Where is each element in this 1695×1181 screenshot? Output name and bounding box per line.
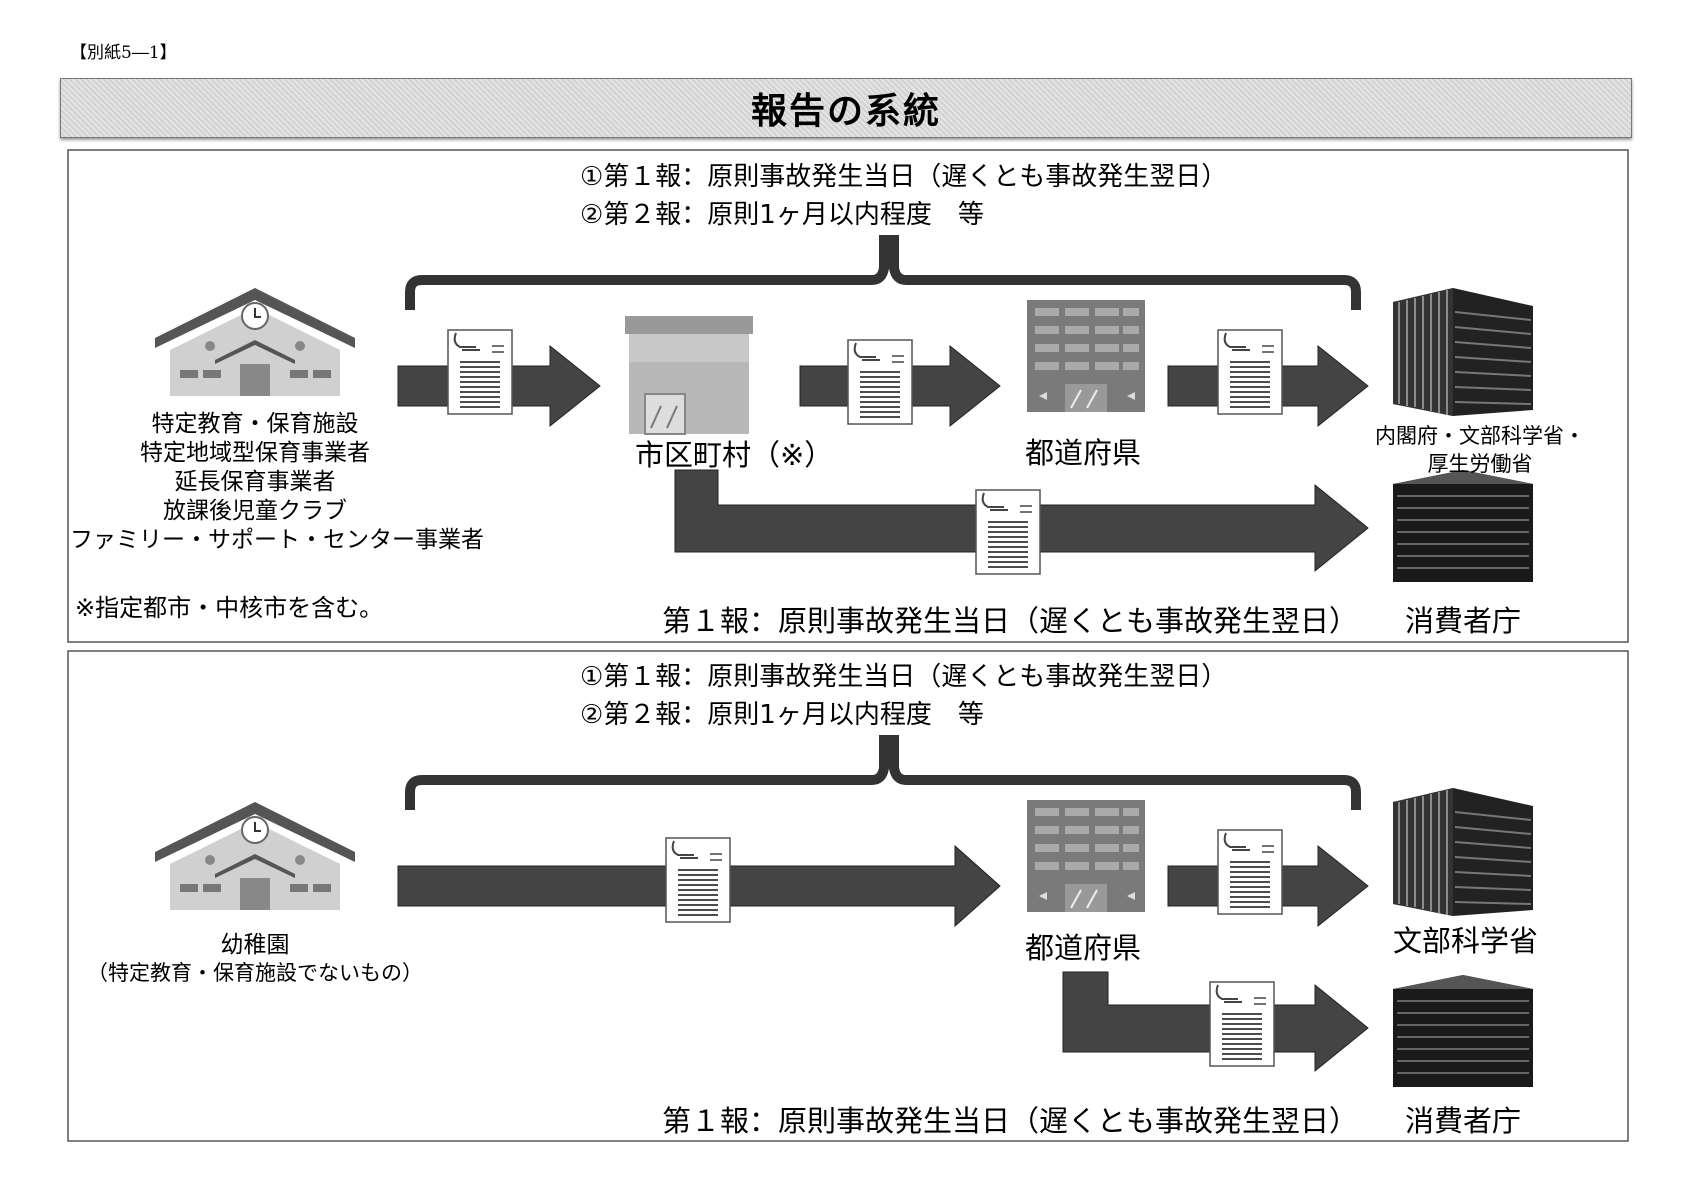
document-icon xyxy=(447,329,513,415)
facility-item: 延長保育事業者 xyxy=(174,469,336,495)
municipality-label: 市区町村（※） xyxy=(635,438,834,472)
consumer-report-note: 第１報：原則事故発生当日（遅くとも事故発生翌日） xyxy=(662,604,1359,638)
attachment-label: 【別紙5―1】 xyxy=(70,43,177,63)
kindergarten-label: 幼稚園 xyxy=(220,932,290,958)
ministry-label: 文部科学省 xyxy=(1393,924,1539,958)
ministry-building-icon xyxy=(1392,787,1534,917)
consumer-agency-building-icon xyxy=(1392,974,1534,1088)
city-hall-icon xyxy=(624,315,754,435)
consumer-agency-label: 消費者庁 xyxy=(1405,1104,1522,1138)
panel1-report-schedule: ①第１報：原則事故発生当日（遅くとも事故発生翌日） ②第２報：原則1ヶ月以内程度… xyxy=(580,158,1227,234)
school-icon-2 xyxy=(154,801,356,911)
bracket-2 xyxy=(405,735,1361,810)
panel-2-border xyxy=(67,650,1629,1142)
document-icon xyxy=(975,489,1041,575)
document-icon xyxy=(847,339,913,425)
ministries-line: 内閣府・文部科学省・ xyxy=(1375,424,1585,448)
school-icon-1 xyxy=(154,287,356,397)
report-line-1: ①第１報：原則事故発生当日（遅くとも事故発生翌日） xyxy=(580,662,1228,692)
panel-1-border xyxy=(67,149,1629,643)
bracket-1 xyxy=(405,235,1361,310)
title-bar: 報告の系統 xyxy=(60,78,1632,138)
facility-list: 特定教育・保育施設 特定地域型保育事業者 延長保育事業者 放課後児童クラブ ファ… xyxy=(70,410,484,555)
document-icon xyxy=(1209,981,1275,1067)
footnote: ※指定都市・中核市を含む。 xyxy=(75,594,384,622)
consumer-agency-building-icon xyxy=(1392,469,1534,583)
document-icon xyxy=(665,837,731,923)
report-line-2: ②第２報：原則1ヶ月以内程度 等 xyxy=(580,700,984,730)
prefecture-label: 都道府県 xyxy=(1025,931,1142,965)
document-icon xyxy=(1217,829,1283,915)
kindergarten-sub: （特定教育・保育施設でないもの） xyxy=(87,961,423,985)
prefecture-building-icon xyxy=(1026,799,1146,913)
consumer-agency-label: 消費者庁 xyxy=(1405,604,1522,638)
ministries-label: 内閣府・文部科学省・ 厚生労働省 xyxy=(1355,422,1605,478)
facility-item: 特定地域型保育事業者 xyxy=(140,440,370,466)
report-line-1: ①第１報：原則事故発生当日（遅くとも事故発生翌日） xyxy=(580,162,1228,192)
consumer-report-note: 第１報：原則事故発生当日（遅くとも事故発生翌日） xyxy=(662,1104,1359,1138)
facility-item: 放課後児童クラブ xyxy=(163,498,347,524)
document-icon xyxy=(1217,329,1283,415)
report-line-2: ②第２報：原則1ヶ月以内程度 等 xyxy=(580,200,984,230)
facility-item: ファミリー・サポート・センター事業者 xyxy=(70,527,484,553)
prefecture-label: 都道府県 xyxy=(1025,436,1142,470)
ministry-building-icon xyxy=(1392,287,1534,417)
facility-item: 特定教育・保育施設 xyxy=(151,411,359,437)
prefecture-building-icon xyxy=(1026,299,1146,413)
page-title: 報告の系統 xyxy=(750,91,941,132)
ministries-line: 厚生労働省 xyxy=(1427,452,1533,476)
panel2-report-schedule: ①第１報：原則事故発生当日（遅くとも事故発生翌日） ②第２報：原則1ヶ月以内程度… xyxy=(580,658,1227,734)
